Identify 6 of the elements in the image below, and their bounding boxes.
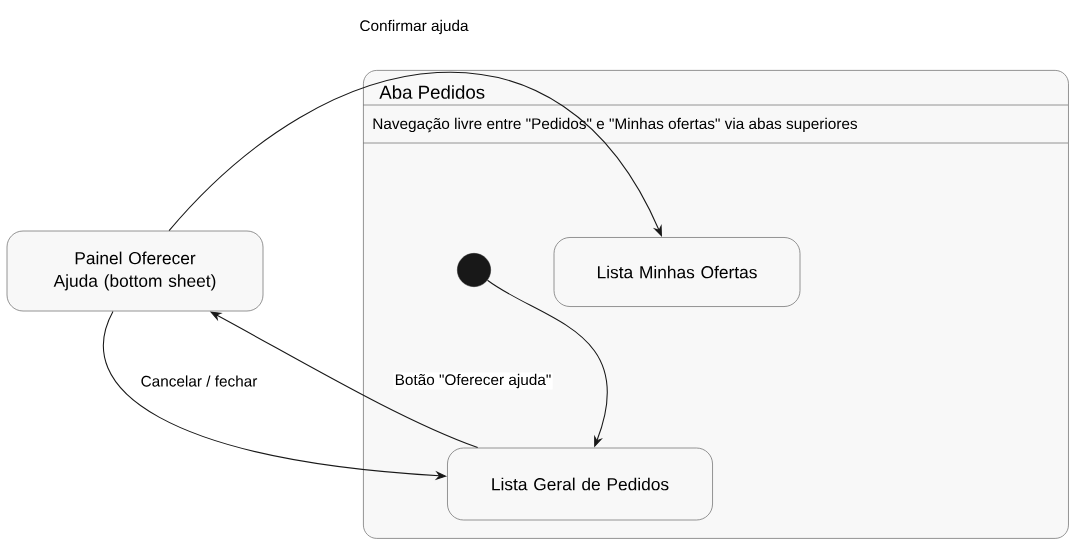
state-box: Lista Geral de Pedidos [447, 447, 713, 521]
edge-label: Confirmar ajuda [358, 18, 470, 36]
state-box: Lista Minhas Ofertas [553, 237, 801, 307]
start-dot [457, 253, 491, 287]
state-box: Painel Oferecer Ajuda (bottom sheet) [6, 230, 264, 312]
edge-label: Cancelar / fechar [139, 374, 259, 388]
